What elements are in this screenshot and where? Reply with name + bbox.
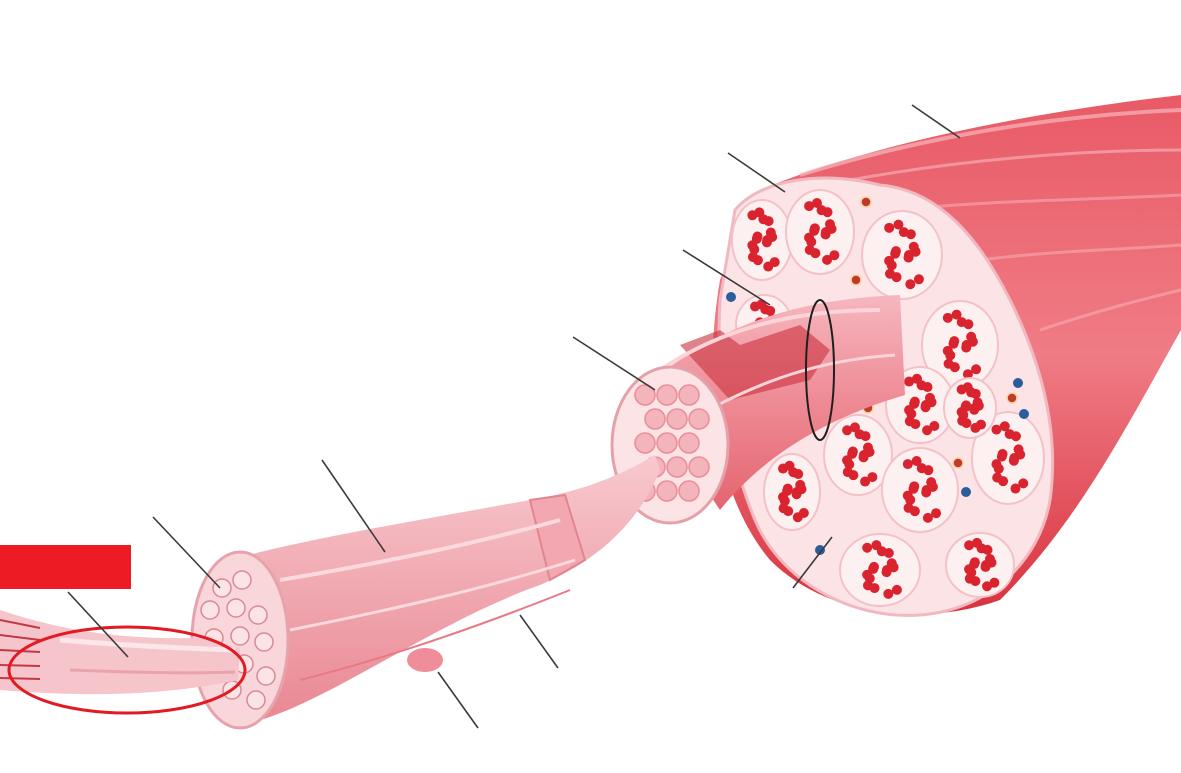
- label-box-muscle-fiber[interactable]: [208, 406, 426, 452]
- muscle-fiber-end: [656, 480, 678, 502]
- muscle-fiber-end: [634, 384, 656, 406]
- muscle-fiber-end: [656, 432, 678, 454]
- fascicle-face-fibers: [634, 384, 710, 502]
- perimysium-ring: [805, 299, 835, 441]
- label-box-fascicle[interactable]: [461, 210, 679, 257]
- capillary-dot: [850, 274, 862, 286]
- muscle-fiber-end: [678, 384, 700, 406]
- blood-vessel-dot: [1013, 378, 1023, 388]
- muscle-fiber-end: [666, 408, 688, 430]
- fascicle: [763, 453, 821, 531]
- muscle-fiber-end: [688, 456, 710, 478]
- capillary-dot: [860, 196, 872, 208]
- myofibril-end: [254, 632, 274, 652]
- myofibril-end: [226, 598, 246, 618]
- label-box-myofibril-bundle[interactable]: [54, 472, 273, 510]
- label-box-muscle-tip[interactable]: [1046, 15, 1181, 73]
- myofibril-end: [200, 600, 220, 620]
- fascicle: [921, 300, 999, 390]
- blood-vessel-dot: [961, 487, 971, 497]
- fascicle: [839, 533, 921, 607]
- capillary-dot: [952, 457, 964, 469]
- myofibril-end: [230, 626, 250, 646]
- fascicle: [943, 377, 997, 439]
- fascicle: [731, 199, 793, 281]
- label-box-epimysium[interactable]: [668, 57, 908, 100]
- myofibril-end: [246, 690, 266, 710]
- label-box-endomysium[interactable]: [418, 288, 568, 363]
- fascicle: [945, 532, 1015, 598]
- leader-lines: [67, 104, 961, 729]
- fascicle: [785, 189, 855, 275]
- muscle-fiber-end: [656, 384, 678, 406]
- capillary-dot: [1006, 392, 1018, 404]
- highlight-ellipse: [7, 625, 247, 715]
- muscle-fiber-end: [678, 480, 700, 502]
- myofibril-end: [212, 578, 232, 598]
- answer-marker[interactable]: [0, 545, 131, 589]
- label-box-fiber-small[interactable]: [320, 300, 416, 356]
- muscle-fiber-end: [634, 432, 656, 454]
- myofibril-end: [248, 605, 268, 625]
- label-box-perimysium-outer[interactable]: [366, 118, 722, 176]
- muscle-fiber-end: [666, 456, 688, 478]
- label-box-sarcolemma[interactable]: [566, 666, 848, 710]
- myofibril-end: [232, 570, 252, 590]
- muscle-fiber-end: [688, 408, 710, 430]
- fascicle: [881, 447, 959, 533]
- fascicle: [861, 210, 943, 300]
- label-box-nucleus[interactable]: [482, 726, 588, 768]
- muscle-fiber-end: [644, 408, 666, 430]
- fascicle-group: [726, 189, 1045, 607]
- fascicle: [823, 414, 893, 496]
- label-box-blood-vessel[interactable]: [605, 594, 798, 641]
- nucleus-bump: [407, 648, 443, 672]
- blood-vessel-dot: [815, 545, 825, 555]
- muscle-fiber-end: [678, 432, 700, 454]
- myofibril-end: [256, 666, 276, 686]
- blood-vessel-dot: [1019, 409, 1029, 419]
- blood-vessel-dot: [726, 292, 736, 302]
- fascicle: [971, 411, 1045, 505]
